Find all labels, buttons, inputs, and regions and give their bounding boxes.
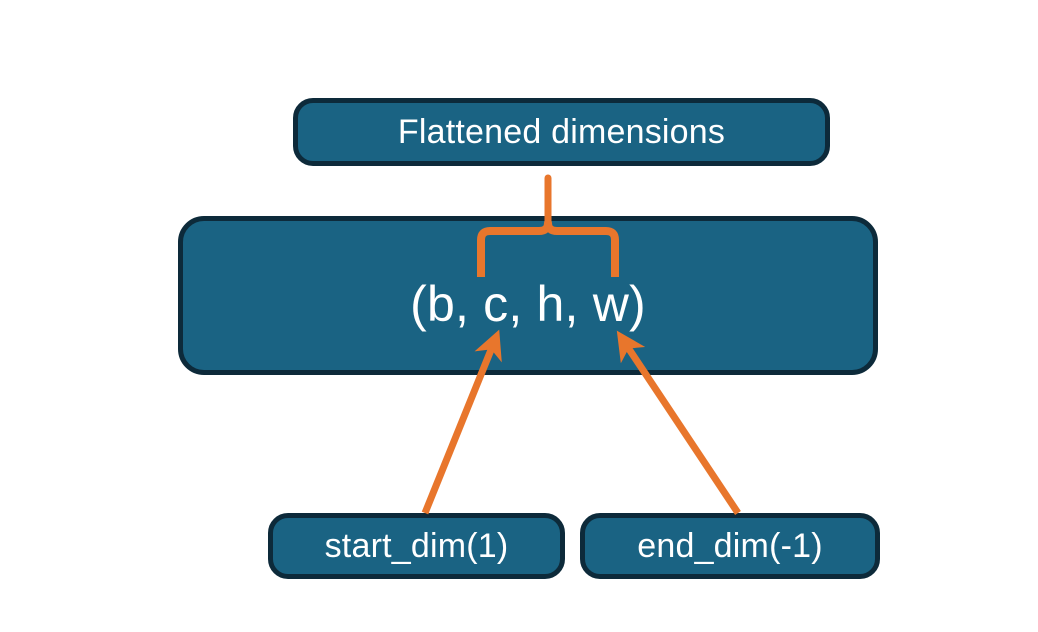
node-flattened-dimensions: Flattened dimensions	[293, 98, 830, 166]
node-tensor-shape: (b, c, h, w)	[178, 216, 878, 375]
node-flattened-dimensions-label: Flattened dimensions	[397, 112, 726, 151]
node-end-dim-label: end_dim(-1)	[637, 526, 823, 565]
node-end-dim: end_dim(-1)	[580, 513, 880, 579]
node-start-dim-label: start_dim(1)	[324, 526, 509, 565]
node-start-dim: start_dim(1)	[268, 513, 565, 579]
node-tensor-shape-label: (b, c, h, w)	[410, 275, 646, 332]
